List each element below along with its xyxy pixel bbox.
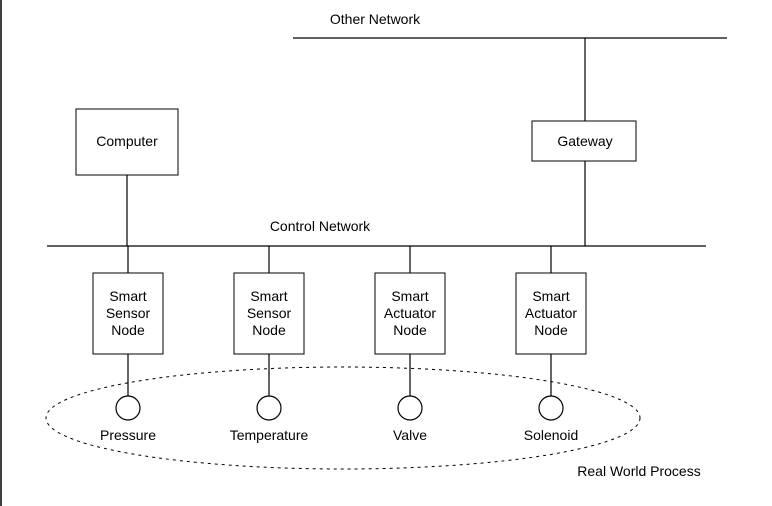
- node-label-line: Node: [111, 322, 145, 338]
- gateway-label: Gateway: [557, 133, 612, 149]
- node-label-line: Smart: [532, 288, 569, 304]
- real-world-process-boundary: [45, 366, 641, 470]
- computer-box: [75, 108, 179, 176]
- node-label-line: Node: [393, 322, 427, 338]
- node-label-line: Smart: [109, 288, 146, 304]
- valve-device-circle: [397, 395, 423, 421]
- node-label-line: Smart: [250, 288, 287, 304]
- computer-node: Computer: [75, 108, 179, 176]
- node-label-line: Smart: [391, 288, 428, 304]
- smart-actuator-node-solenoid: Smart Actuator Node Solenoid: [515, 246, 587, 443]
- solenoid-device-circle: [538, 395, 564, 421]
- pressure-device-circle: [115, 395, 141, 421]
- smart-actuator-node-valve: Smart Actuator Node Valve: [374, 246, 446, 443]
- node-label-line: Actuator: [525, 305, 577, 321]
- temperature-device-circle: [256, 395, 282, 421]
- other-network-label: Other Network: [330, 11, 421, 27]
- gateway-box: [531, 120, 637, 162]
- device-label: Temperature: [230, 427, 309, 443]
- node-label-line: Sensor: [247, 305, 292, 321]
- node-label-line: Sensor: [106, 305, 151, 321]
- node-label-line: Node: [534, 322, 568, 338]
- smart-sensor-node-temperature: Smart Sensor Node Temperature: [230, 246, 309, 443]
- device-label: Valve: [393, 427, 427, 443]
- node-box: [515, 272, 587, 355]
- node-box: [233, 272, 305, 355]
- node-label-line: Actuator: [384, 305, 436, 321]
- control-network-label: Control Network: [270, 218, 371, 234]
- computer-label: Computer: [96, 133, 158, 149]
- device-label: Solenoid: [524, 427, 579, 443]
- gateway-node: Gateway: [531, 120, 637, 162]
- node-box: [92, 272, 164, 355]
- node-box: [374, 272, 446, 355]
- device-label: Pressure: [100, 427, 156, 443]
- node-label-line: Node: [252, 322, 286, 338]
- smart-sensor-node-pressure: Smart Sensor Node Pressure: [92, 246, 164, 443]
- real-world-process-label: Real World Process: [577, 463, 700, 479]
